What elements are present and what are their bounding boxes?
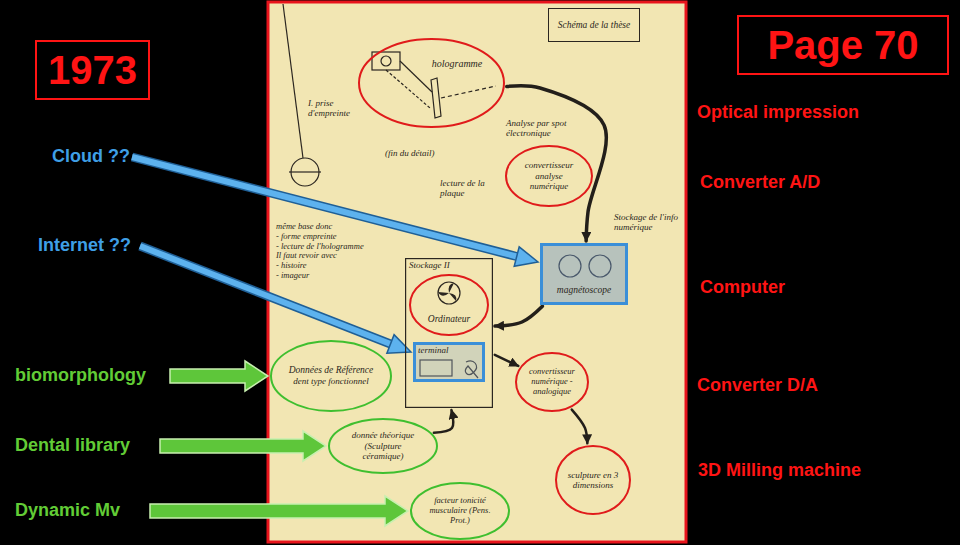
callout-label: Dental library [15, 435, 130, 456]
text-block: hologramme [428, 58, 486, 70]
title-box: Schéma de la thèse [548, 8, 640, 42]
ellipse-outline [358, 38, 505, 128]
year-box: 1973 [35, 40, 150, 100]
handwritten-note: I. prise d'empreinte [308, 98, 358, 119]
node-text: 1973 [39, 47, 146, 93]
text-block: sculpture en 3 dimensions [566, 470, 621, 491]
stage-label: Converter D/A [697, 375, 818, 396]
block-arrow [160, 431, 326, 461]
callout-label: Cloud ?? [52, 146, 130, 167]
handwritten-note: Stockage de l'info numérique [614, 212, 682, 233]
text-block: convertisseur analyse numérique [518, 160, 581, 191]
node-text: dent type fonctionnel [287, 376, 375, 386]
block-arrow [170, 361, 268, 391]
callout-label: Dynamic Mv [15, 500, 120, 521]
node-heading: Données de Référence [287, 365, 375, 376]
text-block: facteur tonicité musculaire (Pens. Prot.… [424, 496, 496, 525]
computer-symbol [438, 283, 456, 301]
node-text: magnétoscope [540, 285, 628, 296]
ink-arrow [572, 410, 588, 444]
ad-converter-ellipse: convertisseur analyse numérique [505, 145, 593, 207]
node-text: Schéma de la thèse [552, 20, 636, 31]
text-block: Page 70 [741, 22, 945, 68]
node-text: Ordinateur [419, 314, 479, 325]
handwritten-note: - histoire [276, 261, 376, 271]
milling-ellipse: sculpture en 3 dimensions [555, 445, 631, 515]
computer-ellipse: Ordinateur [409, 274, 489, 336]
text-block: Stockage II [409, 260, 489, 270]
storage-box: magnétoscope [540, 243, 628, 305]
text-block: 1973 [39, 47, 146, 93]
stage-label: Computer [700, 277, 785, 298]
ink-arrow [434, 410, 453, 433]
text-block: Données de Référencedent type fonctionne… [287, 365, 375, 386]
dynamic-ellipse: facteur tonicité musculaire (Pens. Prot.… [410, 482, 510, 540]
handwritten-note: - imageur [276, 271, 376, 281]
handwritten-note: même base donc [276, 222, 376, 232]
node-text: convertisseur numérique - analogique [526, 367, 579, 396]
text-block: convertisseur numérique - analogique [526, 367, 579, 396]
ink-arrow [507, 86, 607, 241]
handwritten-note: - lecture de l'hologramme [276, 242, 376, 252]
optical-ellipse: hologramme [358, 38, 505, 128]
computer-box: Ordinateur terminal Stockage II [405, 258, 493, 408]
ink-arrow [495, 306, 542, 326]
ellipse-outline [270, 340, 392, 412]
stage-label: 3D Milling machine [698, 460, 861, 481]
node-text: Page 70 [741, 22, 945, 68]
page-box: Page 70 [737, 15, 949, 75]
handwritten-note: Il faut revoir avec [276, 251, 376, 261]
callout-arrow [140, 246, 411, 353]
box-outline [405, 258, 493, 408]
node-text: sculpture en 3 dimensions [566, 470, 621, 491]
text-block: Schéma de la thèse [552, 20, 636, 31]
handwritten-note: lecture de la plaque [440, 178, 495, 199]
node-text: facteur tonicité musculaire (Pens. Prot.… [424, 496, 496, 525]
callout-label: biomorphology [15, 365, 146, 386]
da-converter-ellipse: convertisseur numérique - analogique [515, 352, 589, 412]
text-block: terminal [418, 345, 463, 355]
node-text: donnée théorique (Sculpture céramique) [344, 430, 423, 461]
callout-arrow [132, 157, 538, 266]
terminal-box: terminal [413, 342, 485, 382]
text-block: donnée théorique (Sculpture céramique) [344, 430, 423, 461]
callout-label: Internet ?? [38, 235, 131, 256]
node-text: Stockage II [409, 260, 489, 270]
ink-arrow [495, 355, 518, 366]
paper-sheet [268, 2, 686, 542]
biomorphology-ellipse: Données de Référencedent type fonctionne… [270, 340, 392, 412]
node-text: hologramme [428, 58, 486, 70]
text-block: magnétoscope [540, 285, 628, 296]
stage-label: Optical impression [697, 102, 859, 123]
library-ellipse: donnée théorique (Sculpture céramique) [328, 418, 438, 474]
handwritten-note: (fin du détail) [385, 148, 455, 158]
ellipse-outline [409, 274, 489, 336]
stage-label: Converter A/D [700, 172, 820, 193]
text-block: Ordinateur [419, 314, 479, 325]
box-outline [540, 243, 628, 305]
node-text: terminal [418, 345, 463, 355]
handwritten-note: Analyse par spot électronique [506, 118, 578, 139]
block-arrow [150, 496, 408, 526]
handwritten-note: - forme empreinte [276, 232, 376, 242]
node-text: convertisseur analyse numérique [518, 160, 581, 191]
